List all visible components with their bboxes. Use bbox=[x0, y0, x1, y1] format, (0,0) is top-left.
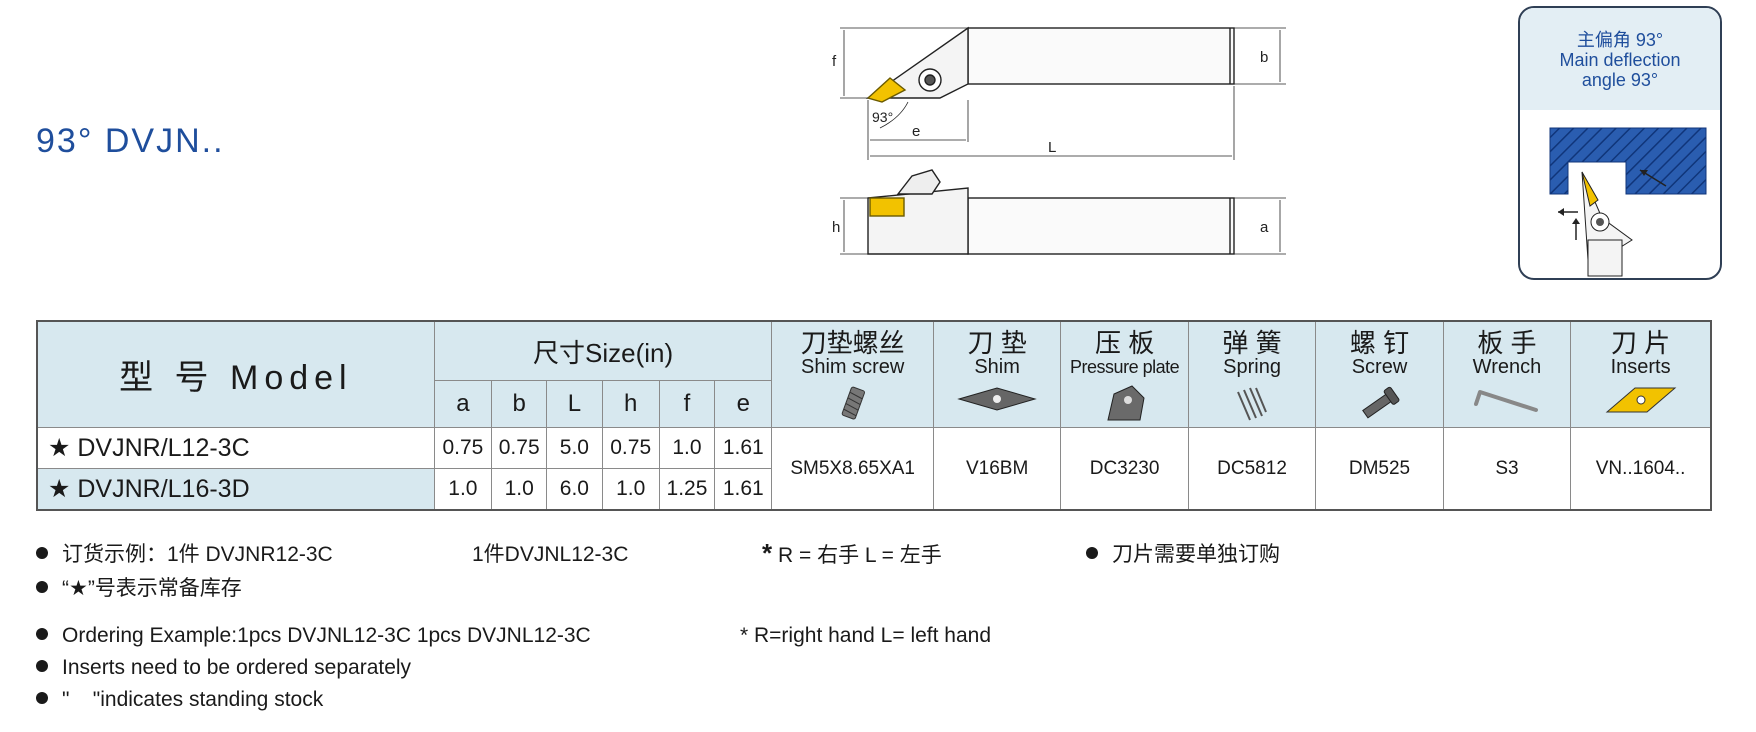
deflection-angle-caption: 主偏角 93° Main deflection angle 93° bbox=[1520, 8, 1720, 110]
model-header: 型 号 Model bbox=[36, 320, 435, 428]
dim-header-e: e bbox=[714, 380, 773, 428]
table-row: ★ DVJNR/L12-3C 0.75 0.75 5.0 0.75 1.0 1.… bbox=[36, 427, 1712, 511]
dim-value-L: 6.0 bbox=[546, 468, 603, 511]
side-view bbox=[840, 169, 1286, 255]
angle-en-label-1: Main deflection bbox=[1559, 50, 1681, 70]
dim-value-f: 1.0 bbox=[658, 427, 716, 469]
size-header: 尺寸Size(in) bbox=[433, 320, 773, 381]
dim-value-h: 1.0 bbox=[601, 468, 660, 511]
bullet-icon bbox=[36, 547, 48, 559]
bullet-icon bbox=[36, 660, 48, 672]
bullet-icon bbox=[1086, 547, 1098, 559]
screw-value: DM525 bbox=[1315, 427, 1444, 511]
note-en-hand: * R=right hand L= left hand bbox=[740, 624, 992, 647]
dim-value-e: 1.61 bbox=[714, 427, 773, 469]
wrench-value: S3 bbox=[1442, 427, 1572, 511]
tool-drawing: f b e L 93° h a bbox=[832, 26, 1286, 255]
top-view bbox=[840, 26, 1286, 160]
shim-icon bbox=[957, 387, 1037, 411]
dim-header-b: b bbox=[491, 380, 548, 428]
spring-icon bbox=[1237, 387, 1267, 421]
bullet-icon bbox=[36, 628, 48, 640]
dim-b-label: b bbox=[1260, 49, 1268, 66]
dim-f-label: f bbox=[832, 53, 837, 70]
model-cell: ★ DVJNR/L16-3D bbox=[36, 468, 435, 511]
dim-value-b: 1.0 bbox=[491, 468, 548, 511]
dim-header-h: h bbox=[601, 380, 660, 428]
screw-icon bbox=[1362, 386, 1400, 419]
dim-a-label: a bbox=[1260, 219, 1269, 236]
dim-value-a: 0.75 bbox=[433, 427, 493, 469]
page-title: 93° DVJN.. bbox=[36, 122, 225, 160]
spring-value: DC5812 bbox=[1187, 427, 1317, 511]
dim-L-label: L bbox=[1048, 139, 1056, 156]
shim-screw-value: SM5X8.65XA1 bbox=[771, 427, 934, 511]
wrench-icon bbox=[1473, 390, 1538, 412]
angle-cn-label: 主偏角 93° bbox=[1576, 30, 1664, 50]
dim-value-h: 0.75 bbox=[601, 427, 660, 469]
deflection-angle-diagram bbox=[1549, 127, 1707, 277]
dim-header-f: f bbox=[658, 380, 716, 428]
dim-header-a: a bbox=[433, 380, 493, 428]
dim-value-e: 1.61 bbox=[714, 468, 773, 511]
pressure-plate-icon bbox=[1106, 385, 1145, 421]
table-row: ★ DVJNR/L16-3D 1.0 1.0 6.0 1.0 1.25 1.61 bbox=[36, 468, 1711, 511]
angle-en-label-2: angle 93° bbox=[1581, 70, 1659, 90]
shim-screw-icon bbox=[841, 386, 865, 420]
insert-icon bbox=[1605, 387, 1676, 413]
dim-value-f: 1.25 bbox=[658, 468, 716, 511]
note-cn-hand: * R = 右手 L = 左手 bbox=[762, 538, 942, 568]
model-cell: ★ DVJNR/L12-3C bbox=[36, 427, 435, 469]
bullet-icon bbox=[36, 581, 48, 593]
note-cn-inserts: 刀片需要单独订购 bbox=[1086, 538, 1280, 568]
angle-label: 93° bbox=[872, 109, 893, 125]
bullet-icon bbox=[36, 692, 48, 704]
note-en-inserts: Inserts need to be ordered separately bbox=[36, 656, 411, 680]
inserts-value: VN..1604.. bbox=[1570, 427, 1712, 511]
dim-header-L: L bbox=[546, 380, 603, 428]
note-en-stock: " "indicates standing stock bbox=[36, 688, 323, 712]
deflection-angle-panel: 主偏角 93° Main deflection angle 93° bbox=[1518, 6, 1722, 280]
dim-h-label: h bbox=[832, 219, 840, 236]
dim-value-L: 5.0 bbox=[546, 427, 603, 469]
dim-e-label: e bbox=[912, 123, 920, 140]
dim-value-a: 1.0 bbox=[433, 468, 493, 511]
note-cn-order-2: 1件DVJNL12-3C bbox=[472, 543, 629, 566]
dim-value-b: 0.75 bbox=[491, 427, 548, 469]
shim-value: V16BM bbox=[932, 427, 1062, 511]
pressure-plate-value: DC3230 bbox=[1060, 427, 1189, 511]
note-cn-order: 订货示例：1件 DVJNR12-3C bbox=[36, 538, 333, 568]
note-en-order: Ordering Example:1pcs DVJNL12-3C 1pcs DV… bbox=[36, 624, 591, 648]
note-cn-stock: “★”号表示常备库存 bbox=[36, 572, 242, 602]
